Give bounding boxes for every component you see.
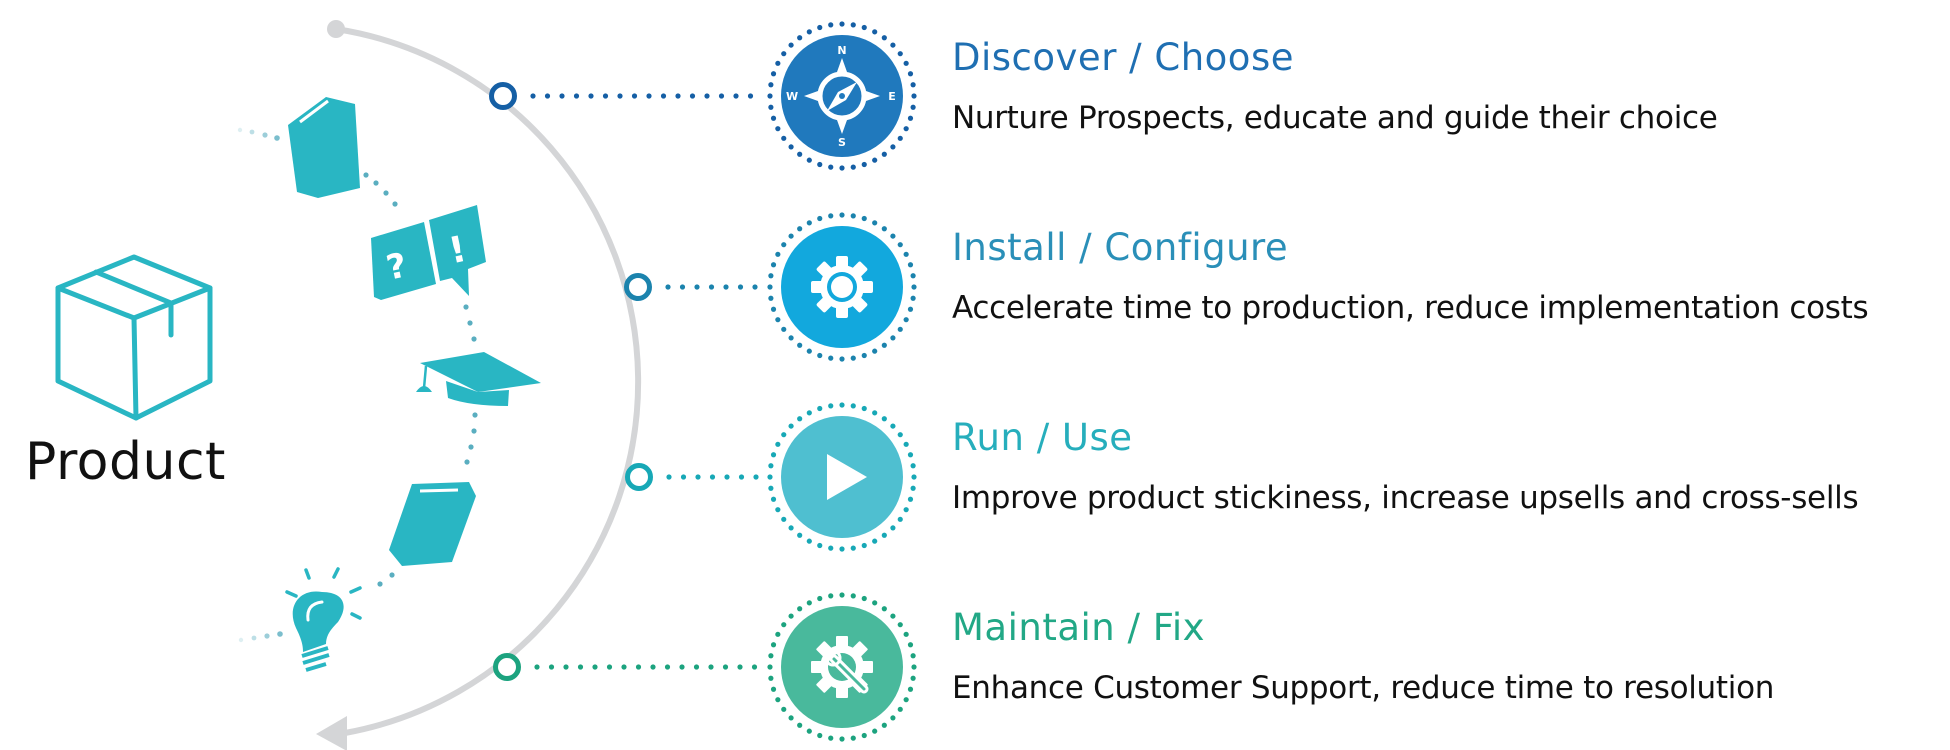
stage-description: Accelerate time to production, reduce im… — [952, 290, 1869, 326]
book-icon — [288, 97, 360, 198]
svg-text:W: W — [786, 90, 798, 103]
lifecycle-arc — [316, 20, 642, 750]
arc-arrowhead-icon — [316, 716, 347, 750]
arc-start-dot — [327, 20, 345, 38]
dotted-ring — [767, 402, 917, 552]
gear-icon — [811, 256, 873, 318]
timeline-node — [625, 463, 653, 491]
connector-dotted-line — [665, 284, 758, 290]
stage-2-graphic — [624, 212, 917, 362]
stage-description: Enhance Customer Support, reduce time to… — [952, 670, 1775, 706]
svg-text:N: N — [837, 44, 846, 57]
timeline-node — [624, 273, 652, 301]
svg-text:S: S — [838, 136, 846, 149]
svg-text:E: E — [888, 90, 896, 103]
stage-title: Maintain / Fix — [952, 606, 1205, 649]
connector-dotted-line — [666, 474, 759, 480]
box-icon — [55, 254, 213, 421]
stage-title: Run / Use — [952, 416, 1133, 459]
stage-title: Install / Configure — [952, 226, 1289, 269]
stage-1-graphic: N S W E — [489, 21, 917, 171]
dotted-ring — [767, 592, 917, 742]
graduation-cap-icon — [416, 352, 541, 406]
lightbulb-icon — [285, 567, 362, 672]
play-icon — [827, 454, 867, 500]
dotted-ring — [767, 21, 917, 171]
stage-3-graphic — [625, 402, 917, 552]
compass-icon: N S W E — [786, 44, 896, 149]
stage-title: Discover / Choose — [952, 36, 1294, 79]
dotted-ring — [767, 212, 917, 362]
gear-wrench-icon — [811, 636, 873, 698]
journey-trail — [237, 127, 478, 643]
connector-dotted-line — [530, 93, 754, 99]
stage-4-graphic — [493, 592, 917, 742]
timeline-node — [489, 82, 517, 110]
question-exclamation-bubble-icon: ? ! — [371, 205, 486, 300]
stage-description: Nurture Prospects, educate and guide the… — [952, 100, 1718, 136]
book-icon — [389, 482, 476, 566]
product-label: Product — [25, 432, 226, 492]
timeline-node — [493, 653, 521, 681]
connector-dotted-line — [534, 664, 758, 670]
stage-description: Improve product stickiness, increase ups… — [952, 480, 1859, 516]
